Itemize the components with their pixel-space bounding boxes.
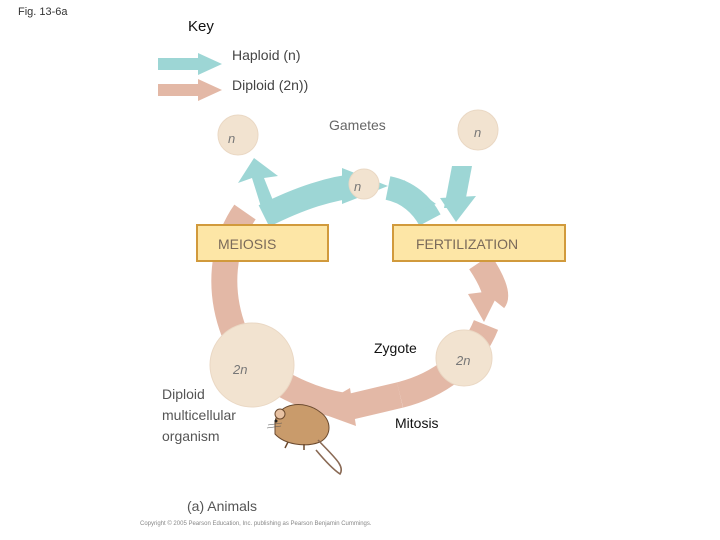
gametes-label: Gametes (329, 117, 386, 133)
key-haploid-label: Haploid (n) (232, 47, 301, 63)
key-title: Key (188, 18, 214, 35)
meiosis-to-gamete-n-arrow (238, 158, 278, 210)
gamete-cell-left (217, 114, 259, 156)
organism-label: Diploid multicellular organism (162, 384, 236, 447)
organism-cell (209, 322, 295, 408)
key-diploid-label: Diploid (2n)) (232, 77, 309, 93)
organism-label-line2: multicellular (162, 407, 236, 423)
mitosis-arrow (342, 382, 403, 421)
mitosis-arrowhead (312, 388, 356, 426)
gamete-right-ploidy: n (474, 125, 482, 140)
gamete-cell-right (457, 109, 499, 151)
zygote-arrowhead (468, 290, 500, 322)
mitosis-label: Mitosis (395, 415, 439, 431)
copyright-notice: Copyright © 2005 Pearson Education, Inc.… (140, 521, 372, 527)
meiosis-label: MEIOSIS (218, 236, 277, 252)
gamete-right-arrowhead (440, 196, 476, 222)
figure-label: Fig. 13-6a (18, 6, 68, 18)
gamete-center-ploidy: n (354, 179, 362, 194)
meiosis-box: MEIOSIS (196, 224, 329, 262)
fertilization-label: FERTILIZATION (416, 236, 519, 252)
organism-label-line1: Diploid (162, 386, 205, 402)
mouse-illustration (266, 404, 342, 476)
fertilization-box: FERTILIZATION (392, 224, 566, 262)
fertilization-arrowhead-center (404, 180, 436, 212)
gamete-cell-center (348, 168, 380, 200)
diploid-key-arrow (158, 79, 222, 101)
zygote-label: Zygote (374, 340, 417, 356)
zygote-ploidy: 2n (456, 353, 471, 368)
organism-ploidy: 2n (233, 362, 248, 377)
organism-label-line3: organism (162, 428, 220, 444)
gamete-left-ploidy: n (228, 131, 236, 146)
meiosis-arc (211, 204, 256, 337)
haploid-key-arrow (158, 53, 222, 75)
zygote-cell (435, 329, 493, 387)
figure-caption: (a) Animals (187, 498, 258, 514)
